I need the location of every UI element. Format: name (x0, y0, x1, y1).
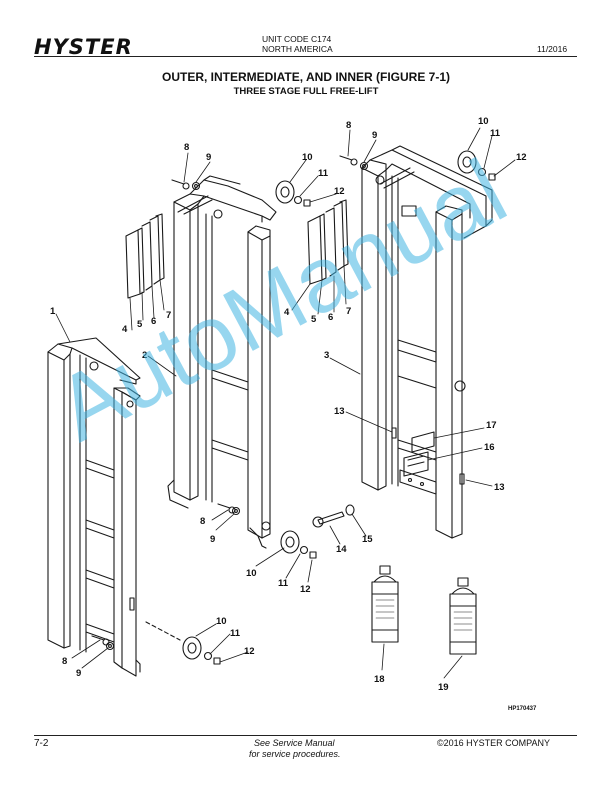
aerosol-can-18 (371, 565, 399, 643)
aerosol-can-19 (449, 577, 477, 655)
callout-labels: 1 2 3 4 5 6 7 4 5 6 7 8 9 10 11 12 8 9 1… (50, 116, 527, 693)
callout-16: 16 (484, 442, 495, 453)
intermediate-mast-drawing (167, 175, 277, 549)
copyright: ©2016 HYSTER COMPANY (437, 738, 550, 748)
callout-15: 15 (362, 534, 373, 545)
footer-note-line2: for service procedures. (249, 749, 341, 759)
slide-pad-set-left (125, 213, 165, 299)
callout-18: 18 (374, 674, 385, 685)
slide-pad-set-right (307, 199, 349, 285)
hyster-logo: HYSTER (34, 35, 133, 59)
outer-mast-drawing (47, 337, 141, 677)
leader-lines (55, 127, 516, 679)
hardware-drawings (91, 150, 496, 665)
callout-7-right: 7 (346, 306, 351, 317)
unit-code: UNIT CODE C174 (262, 34, 332, 44)
footer-note-line1: See Service Manual (254, 738, 335, 748)
callout-7-left: 7 (166, 310, 171, 321)
region: NORTH AMERICA (262, 44, 333, 54)
callout-11-b: 11 (490, 128, 501, 139)
callout-4-left: 4 (122, 324, 128, 335)
callout-6-left: 6 (151, 316, 156, 327)
publication-date: 11/2016 (537, 44, 568, 54)
callout-12-a: 12 (334, 186, 345, 197)
callout-8-c: 8 (200, 516, 205, 527)
callout-9-c: 9 (210, 534, 215, 545)
callout-8-d: 8 (62, 656, 67, 667)
callout-6-right: 6 (328, 312, 333, 323)
callout-9-d: 9 (76, 668, 81, 679)
callout-10-c: 10 (246, 568, 257, 579)
callout-8-a: 8 (184, 142, 189, 153)
callout-10-d: 10 (216, 616, 227, 627)
callout-11-c: 11 (278, 578, 289, 589)
callout-4-right: 4 (284, 307, 290, 318)
callout-3: 3 (324, 350, 329, 361)
header-rule (34, 56, 577, 57)
callout-1: 1 (50, 306, 56, 317)
callout-9-a: 9 (206, 152, 211, 163)
callout-17: 17 (486, 420, 497, 431)
callout-10-b: 10 (478, 116, 489, 127)
callout-5-left: 5 (137, 319, 143, 330)
callout-13-a: 13 (334, 406, 345, 417)
page-number: 7-2 (34, 738, 49, 749)
callout-12-b: 12 (516, 152, 527, 163)
callout-8-b: 8 (346, 120, 351, 131)
callout-19: 19 (438, 682, 449, 693)
callout-11-d: 11 (230, 628, 241, 639)
callout-10-a: 10 (302, 152, 313, 163)
page-subtitle: THREE STAGE FULL FREE-LIFT (233, 86, 379, 97)
footer-rule (34, 735, 577, 736)
callout-9-b: 9 (372, 130, 377, 141)
callout-2: 2 (142, 350, 147, 361)
callout-14: 14 (336, 544, 347, 555)
callout-11-a: 11 (318, 168, 329, 179)
callout-12-d: 12 (244, 646, 255, 657)
callout-13-b: 13 (494, 482, 505, 493)
page-title: OUTER, INTERMEDIATE, AND INNER (FIGURE 7… (161, 70, 450, 84)
figure-reference: HP170437 (508, 706, 537, 712)
inner-mast-drawing (361, 145, 493, 539)
callout-5-right: 5 (311, 314, 317, 325)
callout-12-c: 12 (300, 584, 311, 595)
